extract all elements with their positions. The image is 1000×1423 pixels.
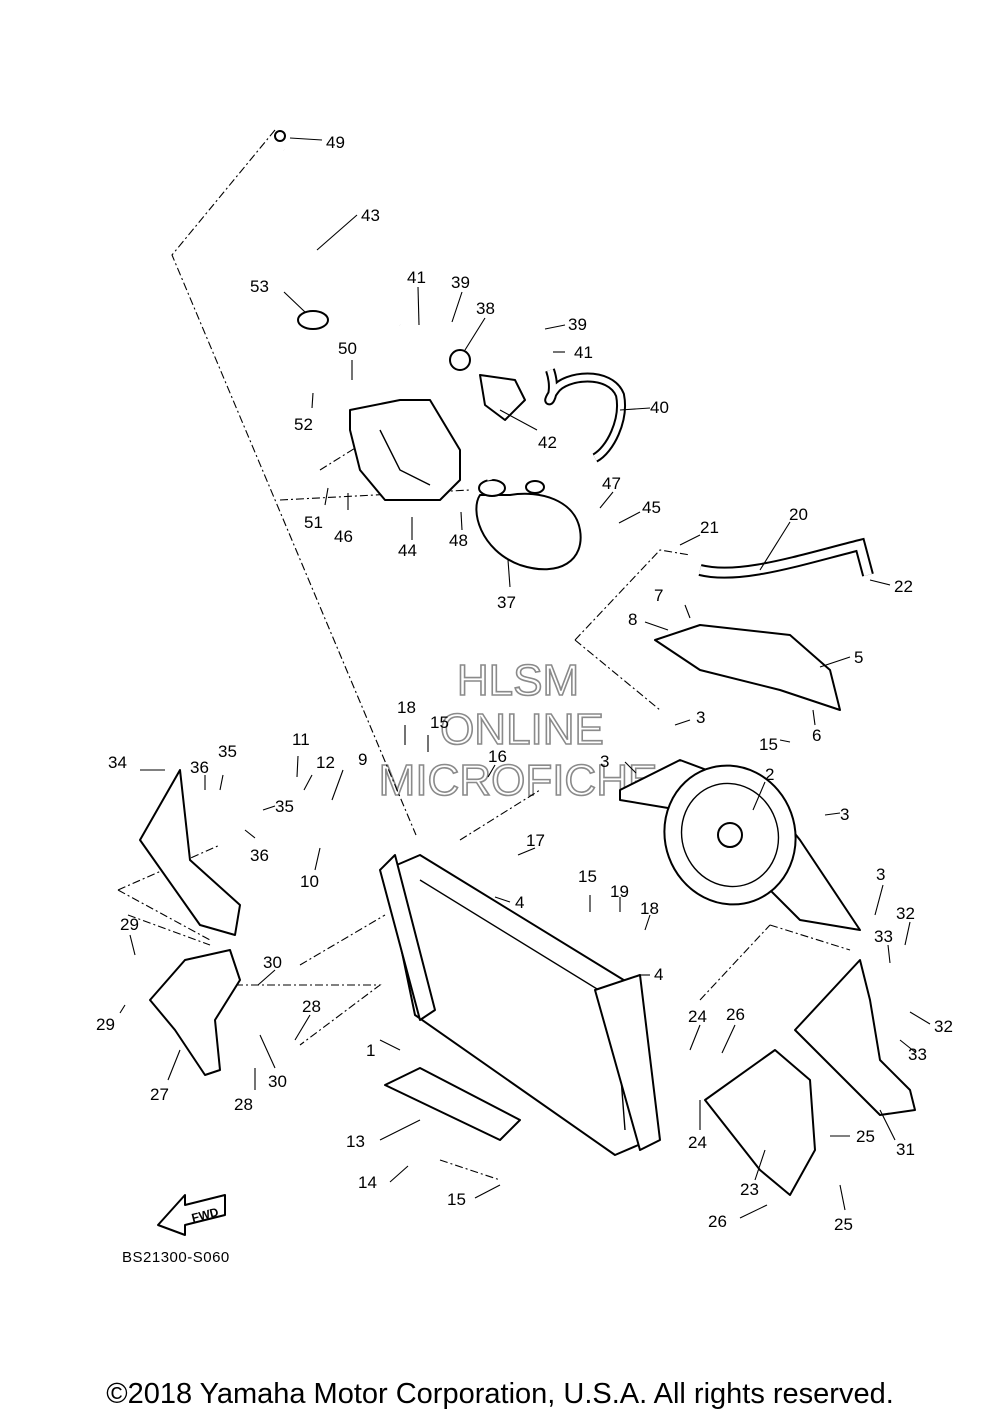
callout-35a: 35 [218, 742, 237, 761]
tank-cover [349, 399, 461, 501]
callout-47: 47 [602, 474, 621, 493]
callout-18b: 18 [640, 899, 659, 918]
callout-9: 9 [358, 750, 367, 769]
left-side-cover [139, 769, 241, 936]
callout-22: 22 [894, 577, 913, 596]
callout-32b: 32 [934, 1017, 953, 1036]
callout-37: 37 [497, 593, 516, 612]
callout-3c: 3 [840, 805, 849, 824]
callout-36b: 36 [250, 846, 269, 865]
callout-51: 51 [304, 513, 323, 532]
callout-20: 20 [789, 505, 808, 524]
left-bracket [149, 949, 241, 1076]
callout-19: 19 [610, 882, 629, 901]
tank-cap-cover [479, 374, 526, 421]
callout-40: 40 [650, 398, 669, 417]
callout-48: 48 [449, 531, 468, 550]
callout-29b: 29 [96, 1015, 115, 1034]
right-bracket [704, 1049, 816, 1196]
callout-2: 2 [765, 765, 774, 784]
callout-3d: 3 [876, 865, 885, 884]
callout-28b: 28 [234, 1095, 253, 1114]
callout-5: 5 [854, 648, 863, 667]
breather-hose [274, 130, 401, 329]
assembly-guide-lines [117, 129, 851, 1181]
callout-11: 11 [292, 730, 310, 749]
callout-leaders [119, 137, 931, 1219]
callout-41b: 41 [574, 343, 593, 362]
callout-15b: 15 [759, 735, 778, 754]
callout-13: 13 [346, 1132, 365, 1151]
coolant-reservoir-tank [475, 492, 582, 571]
callout-46: 46 [334, 527, 353, 546]
callout-14: 14 [358, 1173, 377, 1192]
callout-31: 31 [896, 1140, 915, 1159]
callout-27: 27 [150, 1085, 169, 1104]
callout-52: 52 [294, 415, 313, 434]
callout-33a: 33 [874, 927, 893, 946]
callout-39a: 39 [451, 273, 470, 292]
callout-15a: 15 [430, 713, 449, 732]
callout-16: 16 [488, 747, 507, 766]
callout-44: 44 [398, 541, 417, 560]
callout-29a: 29 [120, 915, 139, 934]
air-duct [654, 624, 841, 711]
callout-1: 1 [366, 1041, 375, 1060]
callout-17: 17 [526, 831, 545, 850]
callout-4a: 4 [515, 893, 524, 912]
callout-labels: 49 43 53 41 39 38 39 41 40 50 52 42 51 4… [96, 133, 953, 1234]
callout-26a: 26 [726, 1005, 745, 1024]
callout-39b: 39 [568, 315, 587, 334]
callout-10: 10 [300, 872, 319, 891]
callout-28a: 28 [302, 997, 321, 1016]
callout-23: 23 [740, 1180, 759, 1199]
watermark: HLSM ONLINE MICROFICHE [378, 655, 658, 806]
callout-26b: 26 [708, 1212, 727, 1231]
callout-34: 34 [108, 753, 127, 772]
hose-clip [297, 310, 329, 330]
callout-49: 49 [326, 133, 345, 152]
callout-15d: 15 [447, 1190, 466, 1209]
callout-30a: 30 [263, 953, 282, 972]
copyright-notice: ©2018 Yamaha Motor Corporation, U.S.A. A… [106, 1378, 894, 1410]
callout-15c: 15 [578, 867, 597, 886]
watermark-line-2: ONLINE [440, 705, 604, 754]
callout-4b: 4 [654, 965, 663, 984]
callout-53: 53 [250, 277, 269, 296]
callout-25b: 25 [834, 1215, 853, 1234]
callout-32a: 32 [896, 904, 915, 923]
callout-33b: 33 [908, 1045, 927, 1064]
callout-18a: 18 [397, 698, 416, 717]
callout-6: 6 [812, 726, 821, 745]
callout-45: 45 [642, 498, 661, 517]
callout-43: 43 [361, 206, 380, 225]
callout-24a: 24 [688, 1007, 707, 1026]
callout-24b: 24 [688, 1133, 707, 1152]
callout-8: 8 [628, 610, 637, 629]
radiator [379, 854, 661, 1156]
fwd-arrow: FWD [157, 1194, 226, 1236]
callout-36a: 36 [190, 758, 209, 777]
watermark-line-1: HLSM [457, 656, 579, 705]
callout-3a: 3 [696, 708, 705, 727]
callout-38: 38 [476, 299, 495, 318]
cooling-fan [619, 759, 861, 931]
callout-35b: 35 [275, 797, 294, 816]
callout-21: 21 [700, 518, 719, 537]
callout-7: 7 [654, 586, 663, 605]
diagram-code: BS21300-S060 [122, 1249, 230, 1266]
watermark-line-3: MICROFICHE [379, 756, 658, 805]
callout-25a: 25 [856, 1127, 875, 1146]
callout-3b: 3 [600, 752, 609, 771]
callout-42: 42 [538, 433, 557, 452]
callout-50: 50 [338, 339, 357, 358]
callout-30b: 30 [268, 1072, 287, 1091]
callout-41a: 41 [407, 268, 426, 287]
fwd-label: FWD [190, 1205, 220, 1225]
callout-12: 12 [316, 753, 335, 772]
radiator-grille [384, 1067, 521, 1141]
right-side-cover [794, 959, 916, 1116]
